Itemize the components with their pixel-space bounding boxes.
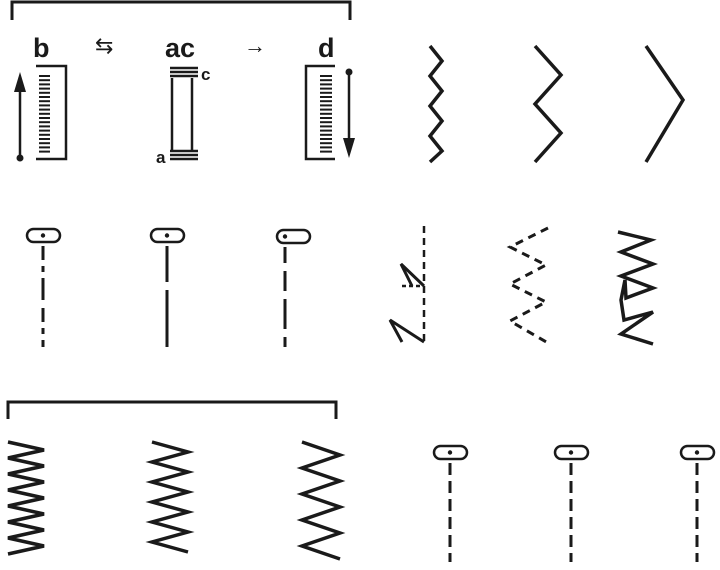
swap-arrow-icon: ⇆	[95, 33, 113, 58]
stitch-length-dial-d-icon	[304, 64, 355, 161]
satin-stitch-icon	[296, 440, 346, 561]
presser-foot-straight-stitch-icon	[275, 228, 312, 347]
bottom-bracket	[6, 400, 338, 419]
label-ac: ac	[165, 33, 195, 63]
zigzag-medium-icon	[532, 44, 564, 164]
presser-foot-straight-stitch-icon	[679, 444, 716, 562]
right-arrow-icon: →	[244, 33, 266, 58]
satin-stitch-icon	[7, 440, 45, 556]
presser-foot-straight-stitch-icon	[432, 444, 469, 562]
stitch-length-dial-ac-icon: c a	[156, 65, 210, 167]
top-bracket	[10, 0, 352, 20]
presser-foot-straight-stitch-icon	[25, 227, 62, 347]
presser-foot-straight-stitch-icon	[553, 444, 590, 562]
label-c: c	[201, 65, 210, 84]
stitch-length-dial-b-icon	[14, 64, 68, 162]
label-d: d	[318, 33, 335, 63]
zigzag-narrow-icon	[427, 44, 445, 164]
three-step-zigzag-icon	[506, 226, 550, 345]
presser-foot-straight-stitch-icon	[149, 227, 186, 347]
satin-stitch-icon	[145, 440, 195, 554]
label-a: a	[156, 148, 166, 167]
zigzag-wide-icon	[644, 45, 686, 163]
label-b: b	[33, 33, 50, 63]
overlock-stitch-icon	[616, 230, 659, 346]
blind-hem-stitch-icon	[388, 226, 426, 344]
